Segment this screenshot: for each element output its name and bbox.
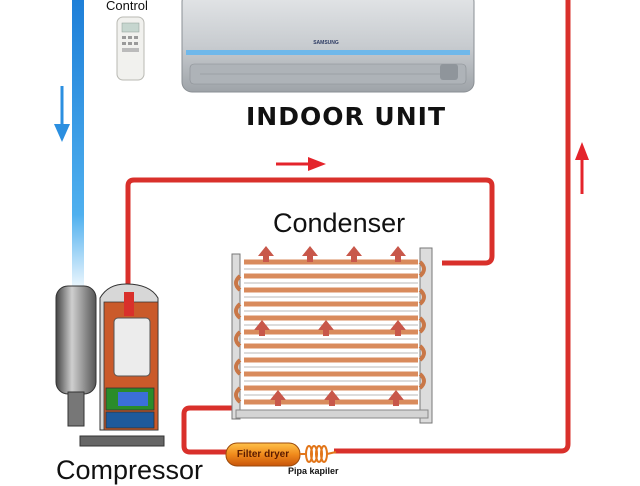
brand-logo: SAMSUNG (313, 40, 339, 46)
liquid-return-pipe (334, 0, 571, 454)
capillary-tube-label: Pipa kapiler (288, 466, 339, 476)
remote-control (116, 16, 145, 81)
capillary-tube (300, 445, 337, 463)
remote-control-label: Control (106, 0, 148, 13)
hot-flow-arrow-top (276, 157, 326, 171)
condenser-label: Condenser (273, 208, 406, 238)
suction-pipe (72, 0, 84, 286)
compressor-label: Compressor (56, 455, 204, 485)
compressor (55, 283, 165, 447)
liquid-line (181, 405, 236, 455)
indoor-unit (181, 0, 475, 93)
condenser-coil (231, 247, 433, 424)
cold-flow-arrow (54, 86, 70, 142)
filter-dryer-label: Filter dryer (236, 449, 290, 460)
hot-flow-arrow-right (575, 142, 589, 194)
indoor-unit-label: INDOOR UNIT (246, 102, 447, 131)
heat-release-arrows (254, 246, 406, 406)
